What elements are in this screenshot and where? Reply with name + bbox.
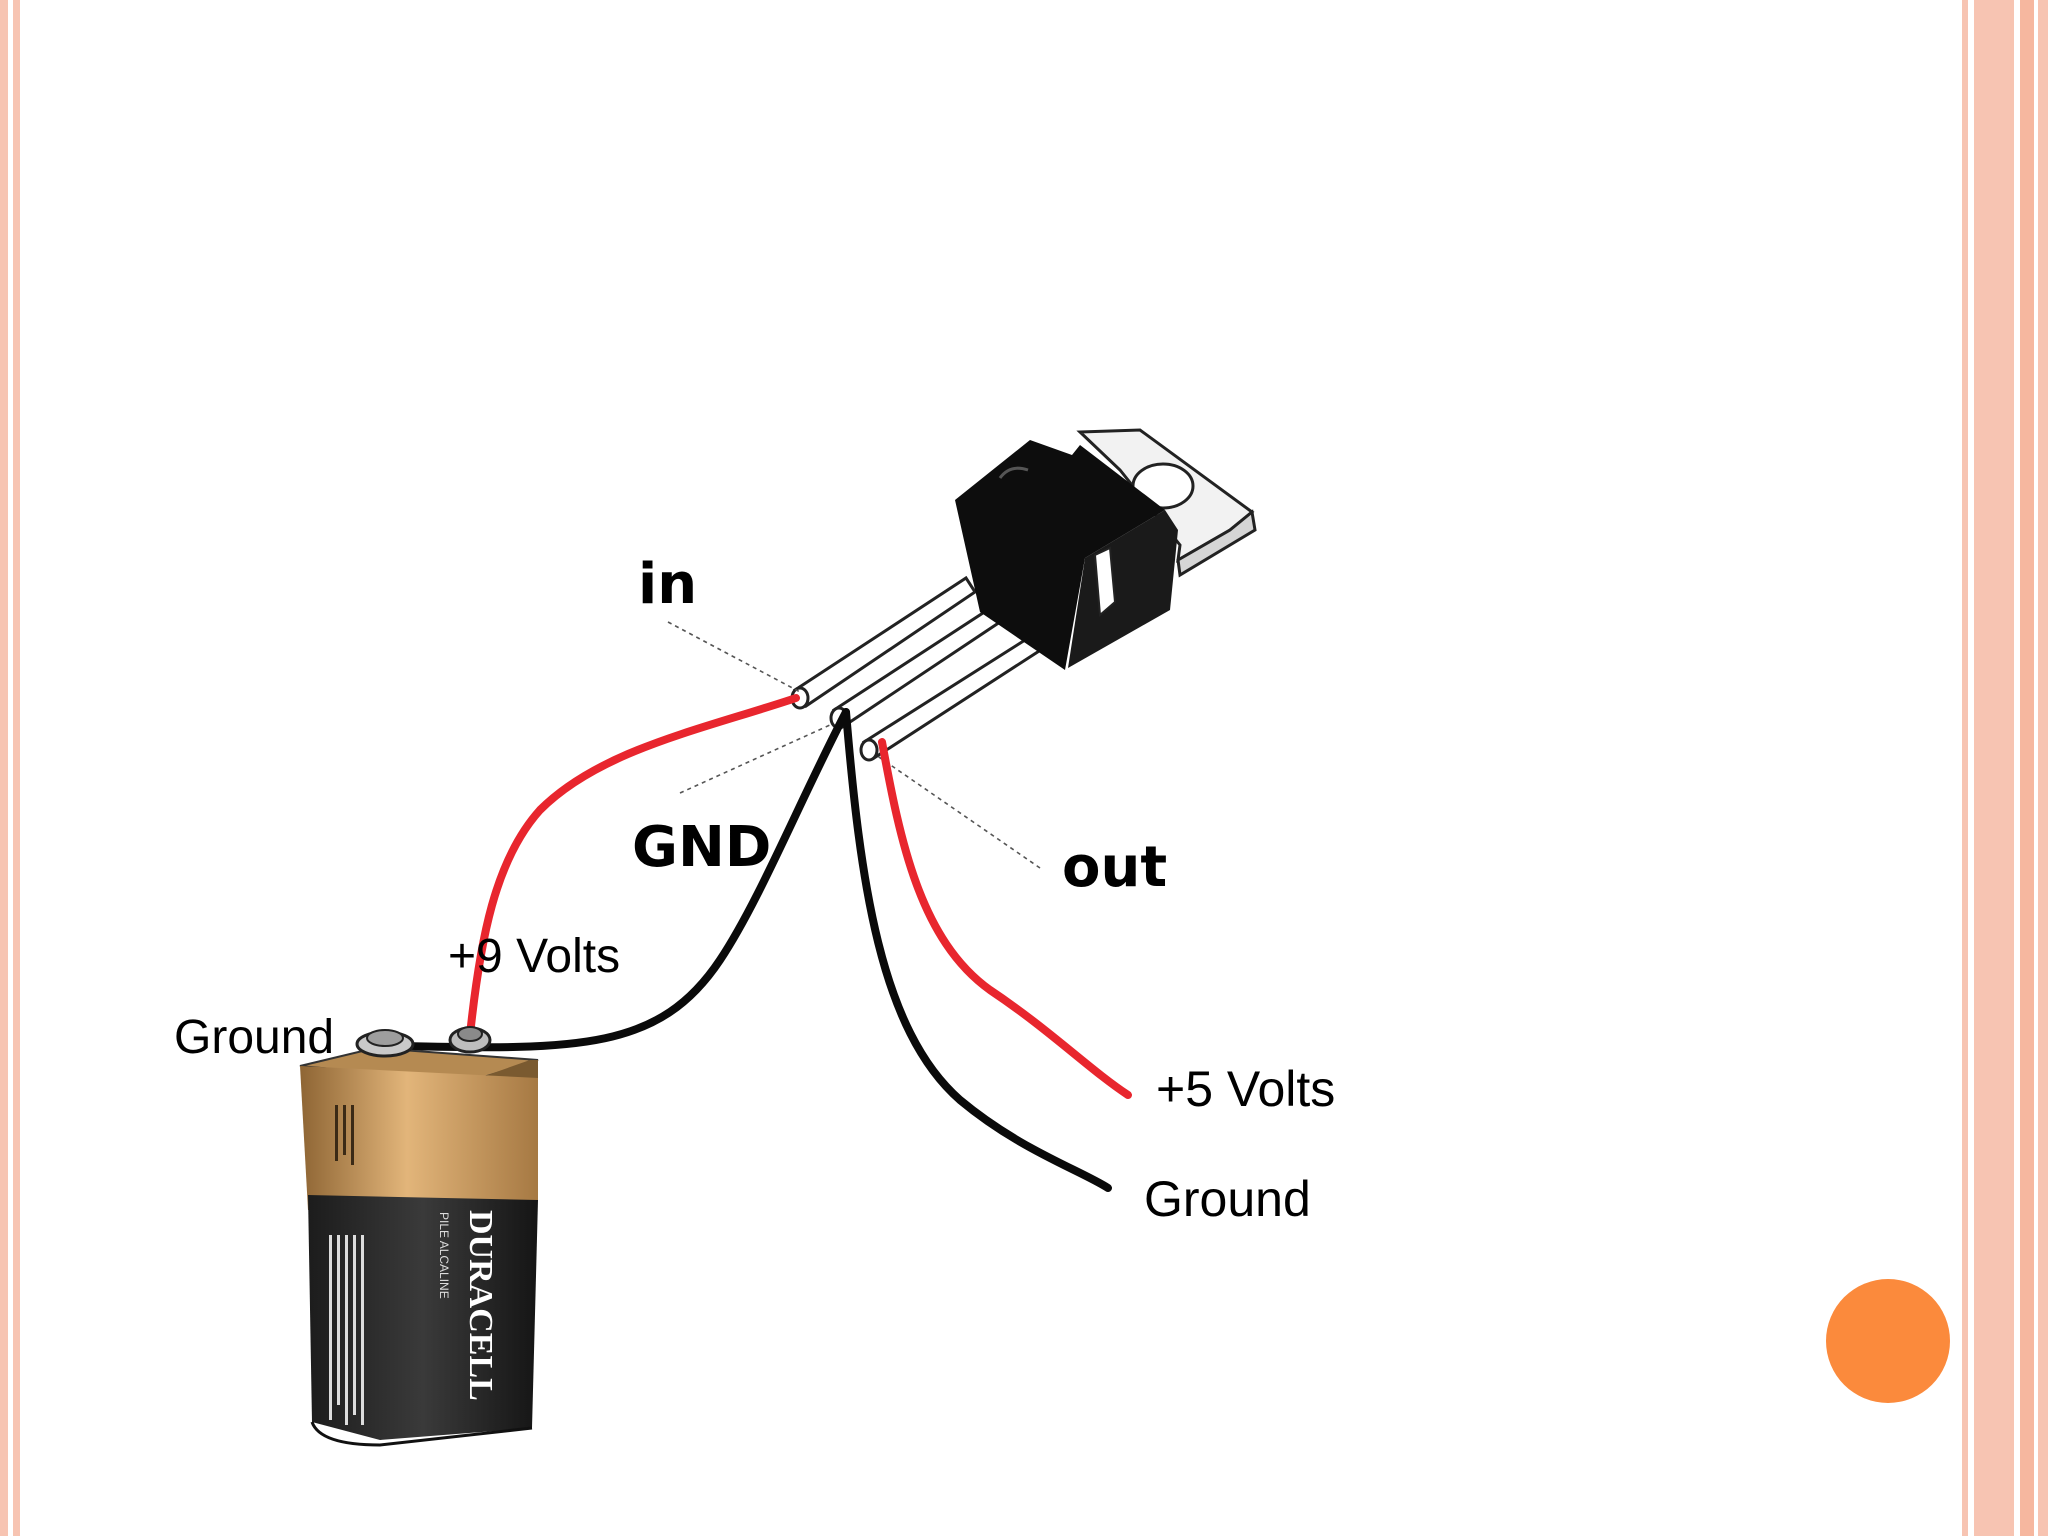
battery-brand: DURACELL <box>462 1210 499 1401</box>
leader-out <box>875 754 1041 869</box>
battery-terminal-negative <box>355 1029 415 1058</box>
wire-plus5 <box>878 738 1132 1099</box>
label-plus-9-volts: +9 Volts <box>448 930 621 983</box>
wire-plus9 <box>466 694 800 1039</box>
slide-accent-dot <box>1826 1279 1950 1403</box>
regulator-leads <box>790 575 1056 762</box>
wire-gnd-out <box>842 708 1112 1192</box>
slide-border-right <box>1954 0 2048 1536</box>
regulator-heatsink-tab <box>1076 428 1257 578</box>
regulator-body <box>955 440 1178 670</box>
battery-black-body <box>308 1195 538 1440</box>
battery-copper-band <box>300 1066 538 1210</box>
battery-fineprint <box>329 1105 364 1425</box>
wires <box>396 694 1132 1192</box>
pin-label-gnd: GND <box>632 815 772 880</box>
battery-terminal-positive <box>448 1026 492 1054</box>
label-ground-output: Ground <box>1144 1171 1311 1227</box>
pin-label-in: in <box>638 552 698 617</box>
pin-label-out: out <box>1062 835 1168 900</box>
label-plus-5-volts: +5 Volts <box>1156 1061 1336 1117</box>
voltage-regulator <box>790 428 1257 762</box>
battery-9v: DURACELL PILE ALCALINE <box>299 1026 539 1447</box>
label-ground-battery: Ground <box>174 1011 335 1064</box>
leader-gnd <box>679 724 831 794</box>
battery-subtitle: PILE ALCALINE <box>437 1212 451 1299</box>
pin-leader-lines <box>667 621 1041 869</box>
leader-in <box>667 621 801 693</box>
slide-border-left <box>0 0 24 1536</box>
wire-gnd-battery <box>396 708 850 1052</box>
